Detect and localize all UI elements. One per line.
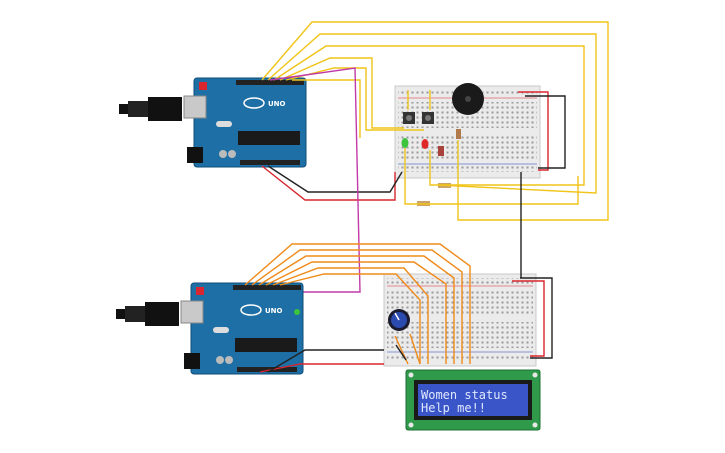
led-green[interactable]: [401, 138, 409, 148]
potentiometer[interactable]: [388, 309, 410, 331]
usb-cable-bottom: [116, 302, 179, 326]
lcd-line-1: Women status: [421, 388, 508, 402]
usb-port-bottom: [180, 300, 204, 324]
usb-port-top: [183, 95, 207, 119]
reset-button-top[interactable]: [199, 82, 207, 90]
header-power-top: [240, 160, 300, 165]
board-brand-top: UNO: [268, 100, 286, 108]
lcd-mount-hole-4: [532, 422, 538, 428]
buzzer[interactable]: [452, 83, 484, 115]
resistor-2[interactable]: [456, 129, 461, 139]
board-brand-bottom: UNO: [265, 307, 283, 315]
chip-atmega-bottom: [235, 338, 297, 352]
capacitor-bottom-1: [216, 356, 224, 364]
arduino-uno-bottom[interactable]: UNO: [180, 282, 304, 375]
arduino-uno-top[interactable]: UNO: [183, 77, 307, 168]
reset-button-bottom[interactable]: [196, 287, 204, 295]
arduino-logo-top: [243, 97, 265, 109]
lcd-mount-hole-3: [408, 422, 414, 428]
status-led-bottom: [294, 309, 300, 315]
lcd-line-2: Help me!!: [421, 401, 486, 415]
wires-power-top: [261, 67, 566, 293]
crystal-bottom: [213, 327, 229, 333]
led-red[interactable]: [421, 139, 429, 149]
wires-orange: [244, 243, 471, 365]
capacitor-bottom-2: [225, 356, 233, 364]
lcd-screen: [418, 384, 528, 416]
arduino-logo-bottom: [240, 304, 262, 316]
wires-power-bottom: [259, 172, 553, 373]
usb-cable-top: [119, 97, 182, 121]
header-digital-top: [236, 80, 304, 85]
resistor-1[interactable]: [438, 146, 444, 156]
breadboard-bottom[interactable]: [383, 273, 537, 367]
lcd-mount-hole-1: [408, 372, 414, 378]
header-power-bottom: [237, 367, 297, 372]
push-button-2[interactable]: [422, 112, 434, 124]
crystal-top: [216, 121, 232, 127]
power-jack-top: [187, 147, 203, 163]
header-digital-bottom: [233, 285, 301, 290]
lcd-16x2-module[interactable]: Women status Help me!!: [405, 369, 541, 431]
power-jack-bottom: [184, 353, 200, 369]
chip-atmega-top: [238, 131, 300, 145]
wires-yellow: [261, 21, 609, 221]
push-button-1[interactable]: [403, 112, 415, 124]
capacitor-top-1: [219, 150, 227, 158]
capacitor-top-2: [228, 150, 236, 158]
lcd-mount-hole-2: [532, 372, 538, 378]
